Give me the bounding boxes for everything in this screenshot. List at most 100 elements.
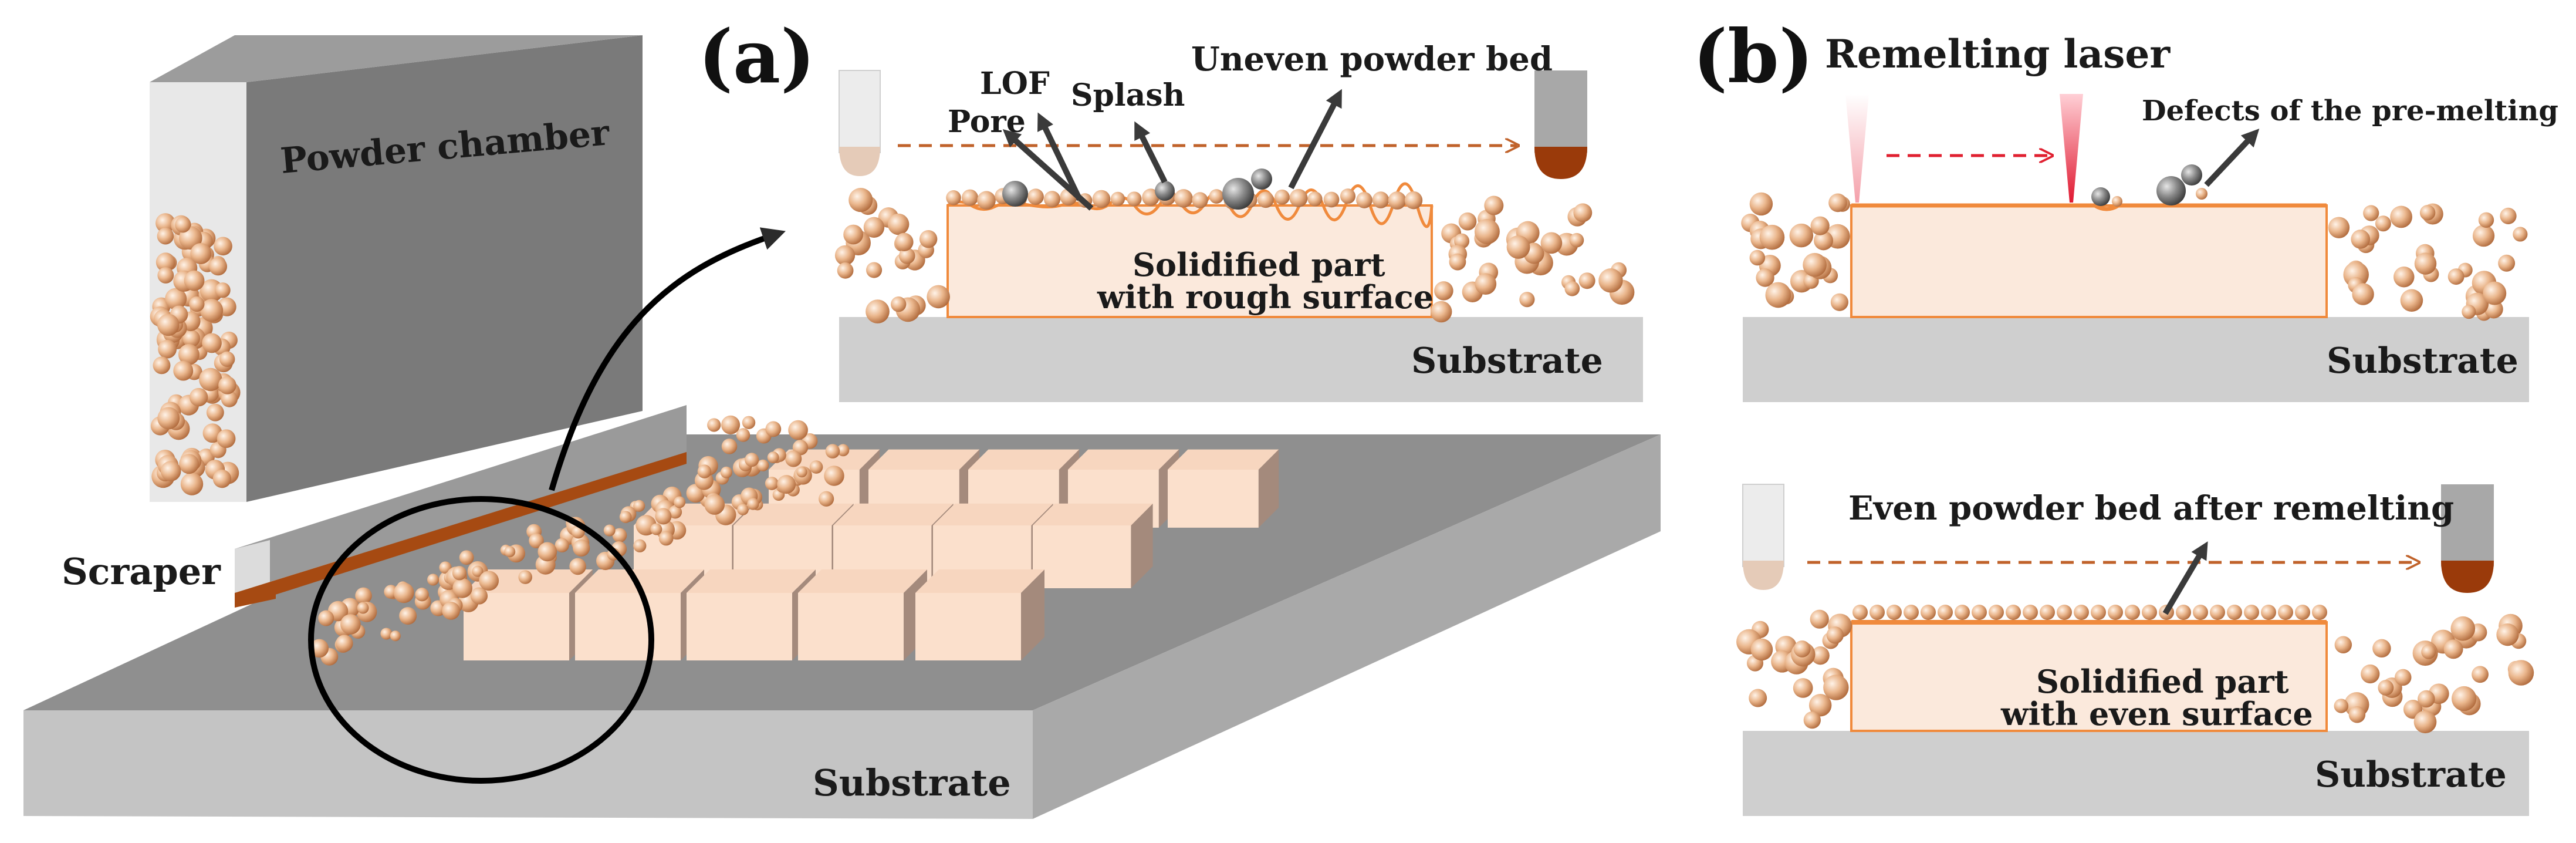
bottom-side-powder xyxy=(1736,609,2534,734)
powder-particle-icon xyxy=(1043,191,1061,208)
powder-particle-icon xyxy=(153,356,171,375)
powder-particle-icon xyxy=(1578,272,1595,289)
powder-particle-icon xyxy=(155,252,175,272)
powder-particle-icon xyxy=(866,299,890,323)
powder-particle-icon xyxy=(1972,605,1987,620)
powder-particle-icon xyxy=(2334,699,2349,713)
powder-particle-icon xyxy=(765,477,779,490)
powder-particle-icon xyxy=(697,464,712,478)
powder-particle-icon xyxy=(1938,605,1953,620)
part-label-line1: Solidified part xyxy=(1133,246,1385,284)
powder-particle-icon xyxy=(1810,609,1829,629)
powder-particle-icon xyxy=(2472,224,2495,247)
powder-particle-icon xyxy=(834,245,856,266)
powder-particle-icon xyxy=(809,460,823,474)
pointer-arrow xyxy=(1288,89,1342,190)
powder-particle-icon xyxy=(479,571,499,591)
powder-particle-icon xyxy=(2462,305,2476,319)
powder-particle-icon xyxy=(633,539,647,552)
powder-particle-icon xyxy=(1192,192,1208,208)
defect-particle xyxy=(2181,164,2202,186)
powder-particle-icon xyxy=(1569,232,1584,248)
powder-particle-icon xyxy=(1749,249,1766,266)
powder-particle-icon xyxy=(442,602,460,620)
powder-particle-icon xyxy=(189,296,205,312)
cube-front xyxy=(1033,525,1131,588)
powder-particle-icon xyxy=(2483,281,2507,305)
powder-particle-icon xyxy=(1793,640,1811,657)
powder-particle-icon xyxy=(1830,293,1848,311)
powder-particle-icon xyxy=(757,459,769,471)
powder-particle-icon xyxy=(399,607,417,625)
cube-side xyxy=(1258,449,1279,528)
cube-side xyxy=(1131,503,1153,588)
powder-particle-icon xyxy=(1803,711,1821,729)
powder-particle-icon xyxy=(155,213,175,233)
powder-particle-icon xyxy=(742,416,756,430)
defect-particle xyxy=(1251,168,1272,190)
powder-particle-icon xyxy=(1484,195,1504,215)
laser-beam-icon xyxy=(2060,94,2083,203)
powder-particle-icon xyxy=(221,390,238,407)
powder-particle-icon xyxy=(1759,224,1785,250)
powder-particle-icon xyxy=(788,420,808,440)
spread-powder xyxy=(310,415,850,666)
powder-particle-icon xyxy=(866,262,883,278)
powder-particle-icon xyxy=(2006,605,2021,620)
powder-particle-icon xyxy=(843,224,864,245)
top-substrate-label: Substrate xyxy=(2327,340,2518,382)
powder-particle-icon xyxy=(2375,215,2391,232)
powder-particle-icon xyxy=(704,494,725,515)
bottom-part-label-line2: with even surface xyxy=(2000,695,2313,733)
powder-particle-icon xyxy=(1092,190,1111,208)
powder-particle-icon xyxy=(1756,268,1774,287)
panel-b-label: (b) xyxy=(1693,14,1814,100)
powder-particle-icon xyxy=(217,429,236,449)
powder-particle-icon xyxy=(2348,706,2366,723)
powder-particle-icon xyxy=(2372,639,2391,658)
powder-particle-icon xyxy=(157,407,180,430)
powder-particle-icon xyxy=(2500,207,2517,225)
cube-top xyxy=(575,569,704,593)
powder-particle-icon xyxy=(452,578,472,598)
inset-substrate-label: Substrate xyxy=(1411,340,1603,382)
powder-particle-icon xyxy=(2390,205,2412,228)
powder-particle-icon xyxy=(1803,252,1827,277)
powder-particle-icon xyxy=(2057,605,2072,620)
powder-particle-icon xyxy=(650,523,662,535)
powder-particle-icon xyxy=(173,360,194,381)
chamber-powder xyxy=(150,213,241,495)
powder-particle-icon xyxy=(178,343,200,365)
powder-particle-icon xyxy=(2227,605,2242,620)
powder-particle-icon xyxy=(1449,253,1466,271)
bottom-substrate xyxy=(1743,731,2529,816)
powder-particle-icon xyxy=(1870,605,1885,620)
powder-particle-icon xyxy=(2414,252,2437,275)
powder-particle-icon xyxy=(160,461,181,481)
powder-particle-icon xyxy=(2400,289,2423,312)
powder-particle-icon xyxy=(2363,205,2379,221)
powder-particle-icon xyxy=(318,610,334,626)
powder-particle-icon xyxy=(340,614,361,635)
powder-particle-icon xyxy=(2395,669,2412,686)
powder-particle-icon xyxy=(765,421,782,437)
pointer-arrow xyxy=(1037,112,1083,201)
powder-particle-icon xyxy=(310,639,329,658)
powder-particle-icon xyxy=(1808,694,1832,717)
bottom-substrate-label: Substrate xyxy=(2315,754,2507,795)
powder-particle-icon xyxy=(555,538,569,552)
cube-top xyxy=(933,503,1053,525)
powder-particle-icon xyxy=(1027,188,1044,205)
powder-particle-icon xyxy=(2450,616,2476,641)
bottom-part-label-line1: Solidified part xyxy=(2036,663,2289,700)
powder-particle-icon xyxy=(674,496,686,508)
powder-particle-icon xyxy=(219,351,235,367)
powder-particle-icon xyxy=(946,190,961,205)
powder-particle-icon xyxy=(819,491,834,507)
powder-particle-icon xyxy=(215,282,231,298)
powder-particle-icon xyxy=(1388,191,1407,210)
powder-particle-icon xyxy=(2112,196,2122,207)
powder-particle-icon xyxy=(1323,191,1340,208)
powder-particle-icon xyxy=(612,528,627,543)
powder-particle-icon xyxy=(518,570,532,584)
